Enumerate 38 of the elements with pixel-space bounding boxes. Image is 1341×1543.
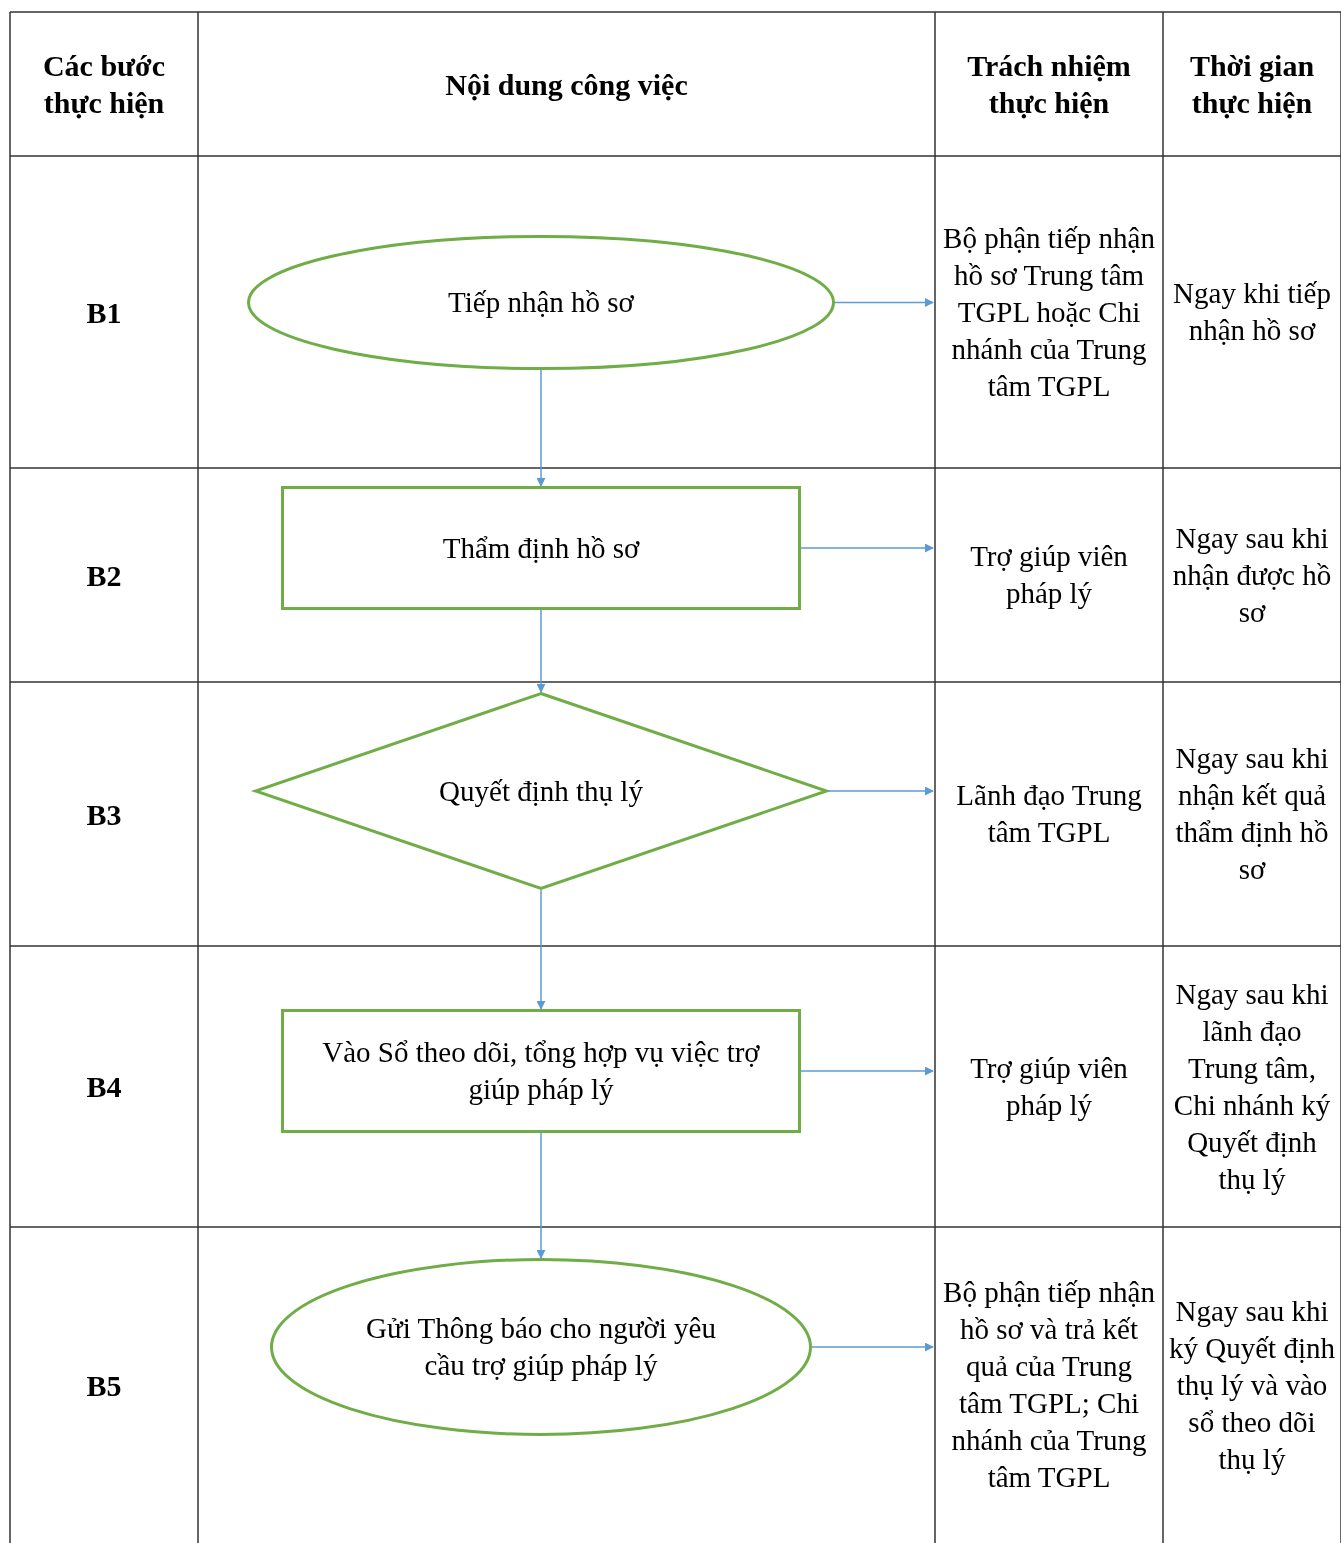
- arrow: [811, 1342, 934, 1352]
- arrow: [536, 609, 546, 693]
- end-ellipse: [270, 1258, 812, 1436]
- time-text: Ngay sau khi nhận được hồ sơ: [1171, 520, 1333, 630]
- arrow: [536, 369, 546, 487]
- responsibility-text: Lãnh đạo Trung tâm TGPL: [955, 778, 1143, 850]
- node-text: Gửi Thông báo cho người yêu cầu trợ giúp pháp lý: [365, 1311, 717, 1383]
- step-label: B5: [86, 1367, 122, 1404]
- node-text: Tiếp nhận hồ sơ: [448, 285, 634, 320]
- responsibility-text: Trợ giúp viên pháp lý: [969, 539, 1129, 611]
- arrow: [800, 543, 934, 553]
- responsibility-text: Trợ giúp viên pháp lý: [969, 1050, 1129, 1123]
- step-label: B2: [86, 557, 122, 594]
- decision-diamond: [254, 692, 828, 890]
- time-text: Ngay sau khi lãnh đạo Trung tâm, Chi nhánh ký Quyết định thụ lý: [1172, 976, 1332, 1197]
- time-text: Ngay sau khi ký Quyết định thụ lý và vào sổ theo dõi thụ lý: [1169, 1293, 1335, 1477]
- arrow: [834, 298, 934, 307]
- step-label: B3: [86, 796, 122, 833]
- step-label: B4: [86, 1069, 122, 1105]
- responsibility-text: Bộ phận tiếp nhận hồ sơ Trung tâm TGPL hoặc Chi nhánh của Trung tâm TGPL: [942, 220, 1156, 404]
- process-box: [281, 1009, 801, 1133]
- arrow: [536, 889, 546, 1010]
- column-header: Thời gian thực hiện: [1188, 48, 1316, 121]
- node-text: Thẩm định hồ sơ: [442, 530, 640, 566]
- arrow: [800, 1066, 934, 1076]
- node-text: Vào Sổ theo dõi, tổng hợp vụ việc trợ giúp pháp lý: [321, 1035, 761, 1107]
- column-header: Nội dung công việc: [445, 66, 688, 103]
- process-box: [281, 486, 801, 610]
- step-label: B1: [86, 294, 122, 331]
- time-text: Ngay khi tiếp nhận hồ sơ: [1172, 276, 1332, 348]
- column-header: Các bước thực hiện: [41, 48, 167, 121]
- node-text: Quyết định thụ lý: [439, 773, 643, 809]
- start-ellipse: [247, 235, 835, 370]
- time-text: Ngay sau khi nhận kết quả thẩm định hồ sơ: [1174, 741, 1330, 887]
- responsibility-text: Bộ phận tiếp nhận hồ sơ và trả kết quả của Trung tâm TGPL; Chi nhánh của Trung tâm TGPL: [942, 1275, 1156, 1495]
- column-header: Trách nhiệm thực hiện: [966, 48, 1132, 121]
- arrow: [827, 786, 934, 796]
- arrow: [536, 1132, 546, 1259]
